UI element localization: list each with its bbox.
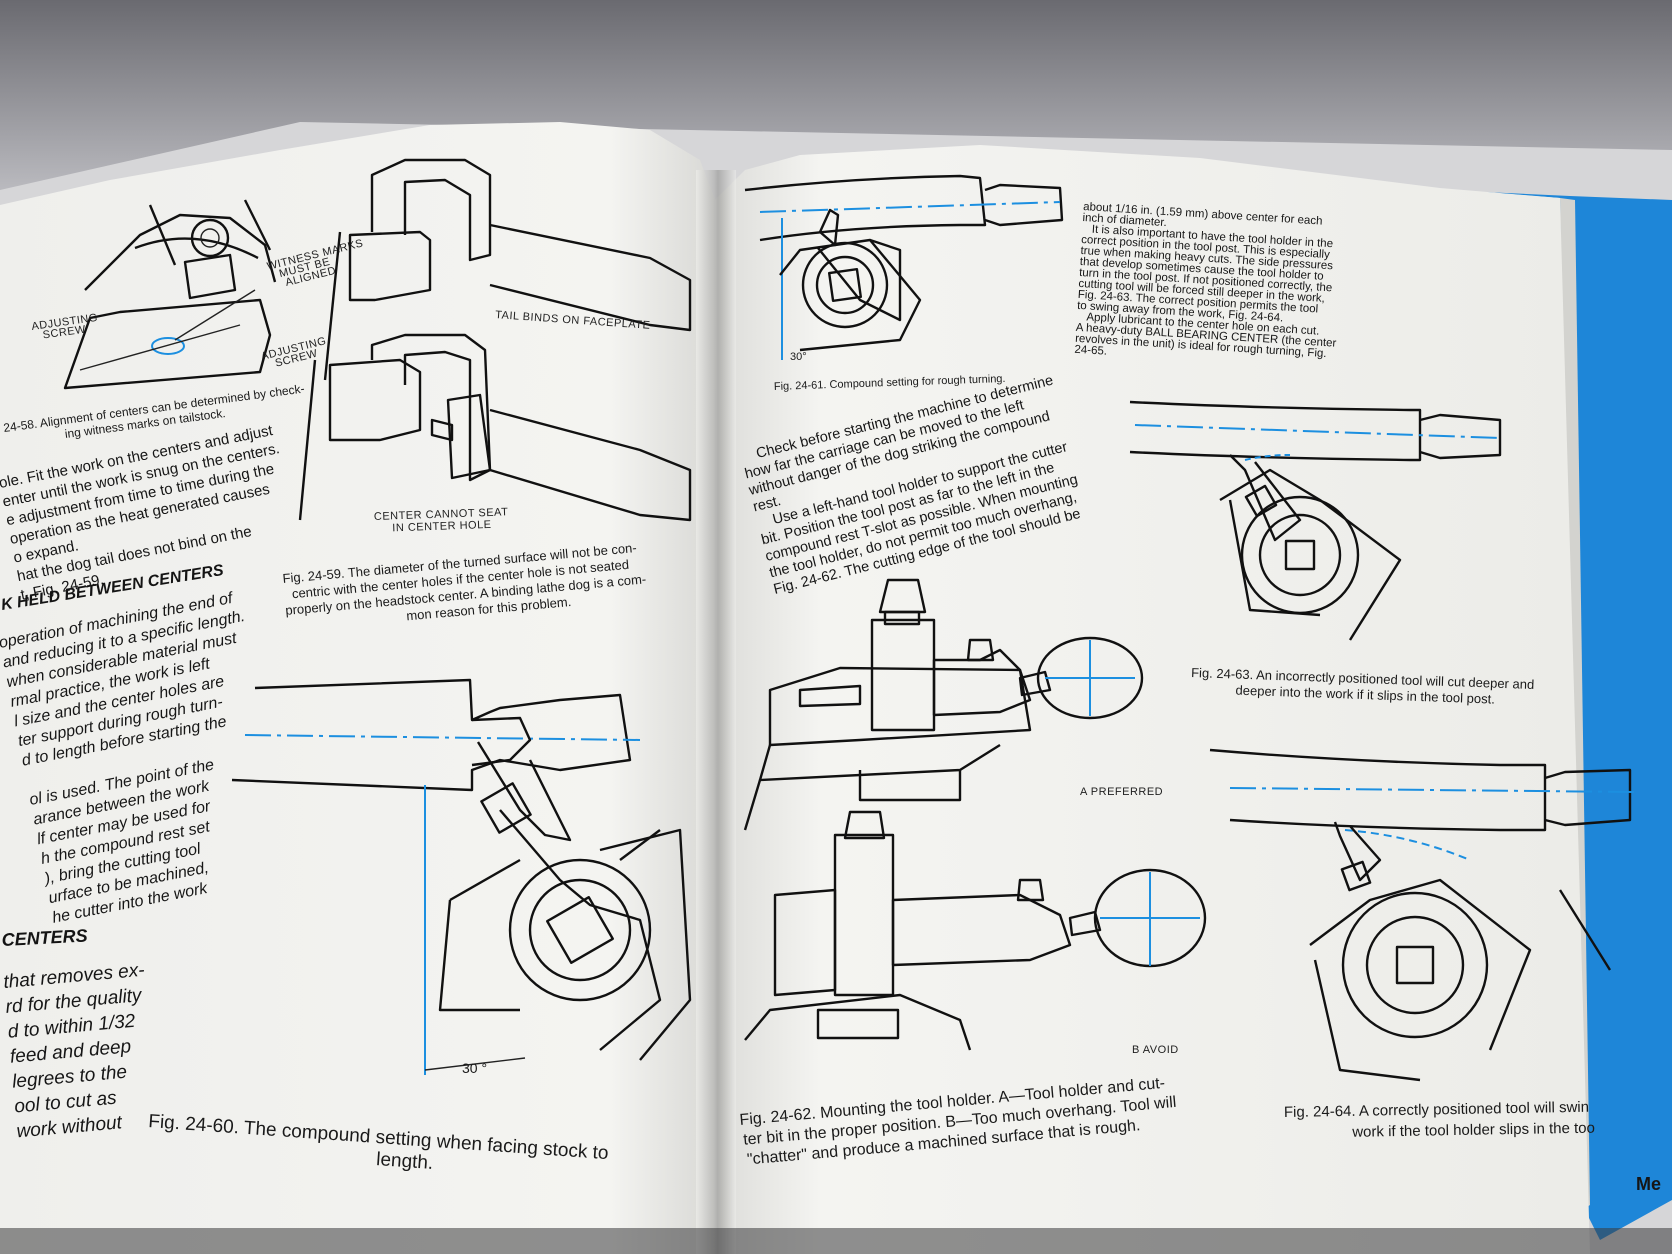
label-a-preferred: A PREFERRED	[1080, 786, 1163, 798]
fig-24-63-incorrect-tool-drawing	[1129, 400, 1502, 641]
gutter	[696, 170, 736, 1254]
fig-24-60-facing-drawing	[231, 678, 692, 1075]
fig-24-58-tailstock-drawing	[63, 199, 277, 390]
fig-24-64-correct-tool-drawing	[1209, 748, 1636, 1082]
fig-24-59-dog-drawing	[298, 158, 692, 522]
angle-label-fig-24-61: 30°	[790, 351, 807, 363]
caption-fig-24-59: Fig. 24-59. The diameter of the turned s…	[282, 539, 648, 633]
right-page	[715, 145, 1590, 1254]
caption-fig-24-64: Fig. 24-64. A correctly positioned tool …	[1284, 1099, 1595, 1142]
fig-24-61-rough-turning-drawing	[744, 174, 1064, 360]
right-body-mid: Check before starting the machine to det…	[738, 373, 1088, 599]
label-b-avoid: B AVOID	[1132, 1044, 1179, 1056]
section-heading-centers: CENTERS	[1, 926, 88, 950]
label-center-cannot-seat: CENTER CANNOT SEATIN CENTER HOLE	[374, 506, 509, 535]
angle-label-fig-24-60: 30 °	[462, 1060, 487, 1076]
page-footer-tab: Me	[1636, 1174, 1661, 1194]
fig-24-62-b-avoid-drawing	[744, 810, 1207, 1051]
left-page	[0, 122, 718, 1254]
fig-24-62-a-preferred-drawing	[743, 578, 1144, 831]
